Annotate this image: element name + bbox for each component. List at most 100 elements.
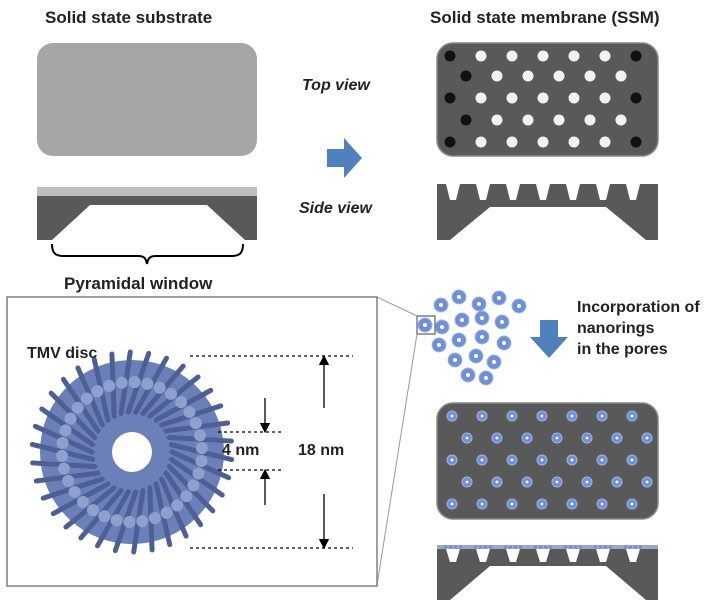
nanoring-hole bbox=[423, 323, 427, 327]
ring-hole bbox=[510, 458, 514, 462]
ring-hole bbox=[450, 414, 454, 418]
ring-hole bbox=[615, 480, 619, 484]
ring-hole bbox=[555, 436, 559, 440]
membrane-pores bbox=[444, 50, 642, 148]
ring-hole bbox=[525, 480, 529, 484]
side-pore bbox=[626, 184, 640, 200]
tmv-subunit-highlight bbox=[187, 479, 200, 492]
pore bbox=[615, 70, 627, 82]
tmv-subunit-highlight bbox=[148, 512, 161, 525]
incorporation-label-line2: nanorings bbox=[577, 320, 655, 337]
pore bbox=[599, 136, 611, 148]
nanoring-hole bbox=[457, 338, 461, 342]
tmv-subunit-highlight bbox=[189, 417, 202, 430]
tmv-subunit-highlight bbox=[76, 495, 89, 508]
pore bbox=[630, 92, 642, 104]
tmv-subunit-highlight bbox=[91, 385, 104, 398]
tmv-subunit-highlight bbox=[110, 514, 123, 527]
pore bbox=[537, 136, 549, 148]
side-pore bbox=[566, 184, 580, 200]
tmv-subunit-highlight bbox=[64, 412, 77, 425]
incorporation-label-line3: in the pores bbox=[577, 341, 668, 358]
ring-hole bbox=[465, 480, 469, 484]
zoom-selector bbox=[416, 315, 436, 335]
side-pore bbox=[536, 184, 550, 200]
side-pore bbox=[596, 184, 610, 200]
nanoring-hole bbox=[453, 358, 457, 362]
pore bbox=[506, 92, 518, 104]
side-pore bbox=[476, 184, 490, 200]
ring-hole bbox=[615, 436, 619, 440]
nanoring-hole bbox=[484, 376, 488, 380]
ring-hole bbox=[630, 502, 634, 506]
pore bbox=[615, 114, 627, 126]
pore bbox=[460, 70, 472, 82]
tmv-subunit-highlight bbox=[123, 515, 136, 528]
nanoring-hole bbox=[460, 318, 464, 322]
tmv-subunit-highlight bbox=[98, 510, 111, 523]
tmv-disc-label: TMV disc bbox=[27, 345, 98, 362]
membrane-with-rings-side-view bbox=[437, 545, 658, 600]
side-pore bbox=[446, 184, 460, 200]
nanoring-hole bbox=[440, 325, 444, 329]
side-pore bbox=[596, 549, 610, 562]
tmv-subunit-highlight bbox=[71, 401, 84, 414]
tmv-subunit-highlight bbox=[192, 467, 205, 480]
membrane-ring-pores bbox=[446, 410, 653, 510]
tmv-subunit-highlight bbox=[80, 392, 93, 405]
tmv-subunit-highlight bbox=[194, 429, 207, 442]
substrate-side-view bbox=[37, 187, 257, 240]
pore bbox=[553, 70, 565, 82]
ring-hole bbox=[480, 458, 484, 462]
ring-hole bbox=[450, 502, 454, 506]
tmv-subunit-highlight bbox=[56, 449, 69, 462]
ring-hole bbox=[570, 414, 574, 418]
tmv-subunit-highlight bbox=[183, 405, 196, 418]
tmv-subunit-highlight bbox=[57, 462, 70, 475]
nanoring-hole bbox=[492, 360, 496, 364]
ring-hole bbox=[525, 436, 529, 440]
nanoring-hole bbox=[517, 304, 521, 308]
side-pore bbox=[446, 549, 460, 562]
ring-layer bbox=[437, 545, 658, 549]
nanoring-hole bbox=[474, 354, 478, 358]
pore bbox=[568, 50, 580, 62]
ring-hole bbox=[585, 480, 589, 484]
nanoring-hole bbox=[502, 341, 506, 345]
pore bbox=[568, 92, 580, 104]
ring-hole bbox=[600, 458, 604, 462]
pore bbox=[444, 50, 456, 62]
pore bbox=[599, 50, 611, 62]
side-view-label: Side view bbox=[299, 200, 372, 217]
nanoring-hole bbox=[477, 302, 481, 306]
tmv-subunit-highlight bbox=[175, 396, 188, 409]
nanoring-hole bbox=[457, 295, 461, 299]
incorporation-label-line1: Incorporation of bbox=[577, 299, 700, 316]
ring-hole bbox=[540, 414, 544, 418]
ring-hole bbox=[480, 502, 484, 506]
ring-hole bbox=[540, 458, 544, 462]
membrane-title: Solid state membrane (SSM) bbox=[430, 8, 660, 27]
tmv-subunit-highlight bbox=[103, 379, 116, 392]
dimension-lines bbox=[190, 354, 353, 550]
ring-hole bbox=[540, 502, 544, 506]
pore bbox=[444, 136, 456, 148]
pyramidal-window-bracket bbox=[51, 243, 244, 265]
nanoring-hole bbox=[437, 343, 441, 347]
membrane-side-pores bbox=[446, 184, 640, 200]
pore bbox=[553, 114, 565, 126]
top-view-label: Top view bbox=[302, 77, 370, 94]
membrane-side-rings bbox=[437, 545, 658, 562]
nanoring-hole bbox=[480, 316, 484, 320]
inner-diameter-label: 4 nm bbox=[222, 442, 260, 459]
side-pore bbox=[536, 549, 550, 562]
membrane-side-view bbox=[437, 184, 658, 240]
tmv-disc-pore bbox=[112, 432, 152, 472]
side-pore bbox=[476, 549, 490, 562]
pore bbox=[444, 92, 456, 104]
pore bbox=[506, 50, 518, 62]
pore bbox=[599, 92, 611, 104]
nanoring-hole bbox=[480, 335, 484, 339]
pyramidal-window-label: Pyramidal window bbox=[64, 274, 213, 293]
